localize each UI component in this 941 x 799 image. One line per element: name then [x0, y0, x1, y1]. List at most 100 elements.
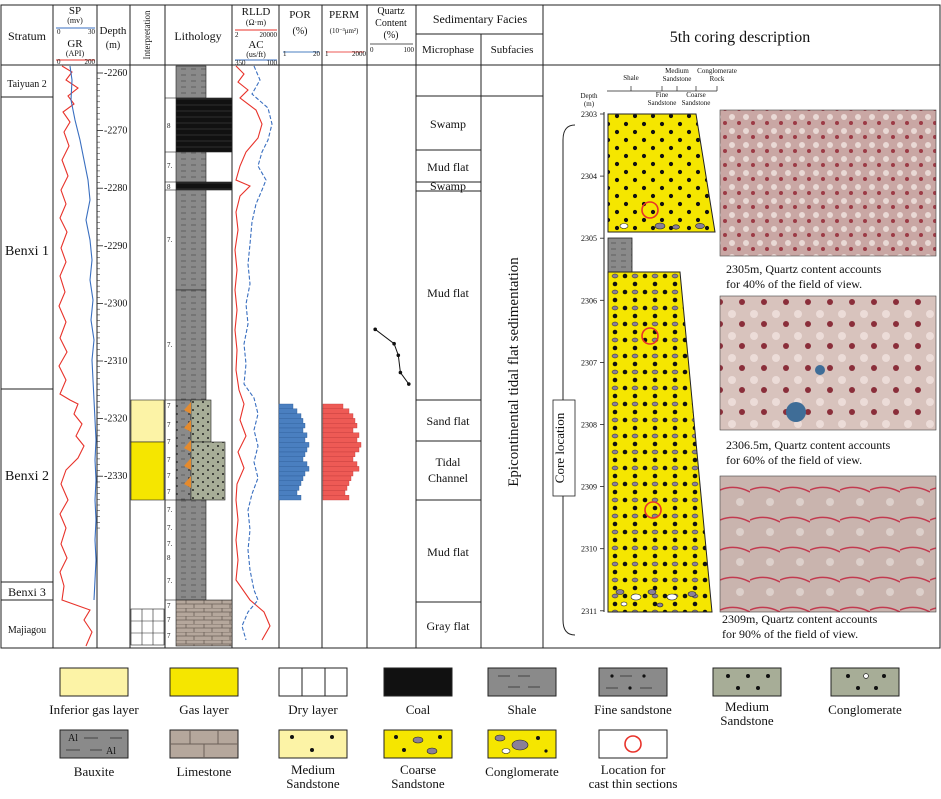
- perm-bar: [322, 413, 354, 419]
- legend-cast-location-swatch: [598, 729, 668, 759]
- svg-text:7: 7: [167, 632, 171, 640]
- interpretation-column: [130, 399, 165, 646]
- core-location-bracket: [562, 124, 576, 636]
- core-section: Shale Fine Sandstone Medium Sandstone Co…: [552, 67, 937, 641]
- por-bar: [278, 442, 310, 448]
- core-upper-sandstone: [607, 113, 716, 233]
- microphase-channel: Channel: [428, 471, 469, 485]
- stratum-column: Taiyuan 2 Benxi 1 Benxi 2 Benxi 3 Majiag…: [1, 79, 53, 636]
- svg-text:Fine: Fine: [656, 91, 668, 99]
- dry-layer-band: [130, 608, 165, 646]
- caption-2-line-1: 2306.5m, Quartz content accounts: [726, 438, 891, 452]
- header-ac-min: 350: [235, 59, 246, 67]
- perm-bar: [322, 447, 360, 453]
- svg-text:Bauxite: Bauxite: [74, 764, 115, 779]
- legend-core-coarse-swatch: [383, 729, 453, 759]
- legend-limestone-swatch: [169, 729, 239, 759]
- por-bar: [278, 437, 306, 443]
- microphase-swamp-thin: Swamp: [430, 179, 466, 193]
- core-location-label: Core location: [552, 412, 567, 483]
- svg-text:Inferior gas layer: Inferior gas layer: [49, 702, 139, 717]
- svg-text:Gas layer: Gas layer: [179, 702, 229, 717]
- legend-shale-swatch: [487, 667, 557, 697]
- header-por: POR: [289, 9, 311, 21]
- quartz-line: [374, 328, 410, 385]
- header-quartz-min: 0: [370, 46, 374, 54]
- svg-text:7.: 7.: [167, 162, 173, 170]
- svg-text:7.: 7.: [167, 236, 173, 244]
- core-depth-label: 2307: [581, 358, 597, 367]
- svg-text:7: 7: [167, 421, 171, 429]
- svg-text:7.: 7.: [167, 540, 173, 548]
- svg-text:Al: Al: [106, 746, 116, 757]
- svg-text:7: 7: [167, 456, 171, 464]
- lithology-codes: 8 7. 8 7. 7. 7 7 7 7 7 7 7. 7. 7. 8 7. 7…: [167, 122, 173, 640]
- core-depth-label: 2310: [581, 545, 597, 554]
- rlld-curve: [234, 65, 271, 641]
- perm-bar: [322, 432, 360, 438]
- por-bar: [278, 408, 298, 414]
- core-depth-label: 2304: [581, 172, 597, 181]
- header-ac: AC: [248, 39, 263, 51]
- bauxite-symbol: Al Al: [68, 733, 116, 757]
- svg-text:Conglomerate: Conglomerate: [828, 702, 902, 717]
- log-panel: [0, 4, 941, 649]
- header-quartz-max: 100: [404, 46, 415, 54]
- legend-labels: Inferior gas layer Gas layer Dry layer C…: [49, 699, 902, 791]
- perm-bar: [322, 423, 358, 429]
- perm-bar: [322, 442, 362, 448]
- header-perm-max: 2000: [352, 50, 367, 58]
- legend-inferior-gas-swatch: [59, 667, 129, 697]
- svg-text:Medium: Medium: [665, 67, 689, 75]
- header-sp-unit: (mv): [67, 16, 83, 25]
- microphase-sand-flat: Sand flat: [427, 414, 471, 428]
- svg-text:Sandstone: Sandstone: [682, 99, 711, 107]
- header-depth: Depth: [100, 25, 127, 37]
- perm-bar: [322, 456, 354, 462]
- por-bar: [278, 413, 302, 419]
- por-bar: [278, 451, 306, 458]
- perm-bar: [322, 451, 356, 458]
- svg-text:Conglomerate: Conglomerate: [485, 764, 559, 779]
- rlld-ac-track: [234, 65, 273, 641]
- caption-3-line-2: for 90% of the field of view.: [722, 627, 858, 641]
- stratum-benxi-3: Benxi 3: [8, 585, 46, 599]
- depth-label: -2290: [104, 241, 127, 252]
- ac-curve: [241, 65, 273, 641]
- perm-bar: [322, 466, 360, 472]
- header-gr-max: 200: [85, 58, 96, 66]
- depth-column: -2260-2270-2280-2290-2300-2310-2320-2330: [97, 68, 127, 529]
- por-bar: [278, 490, 298, 496]
- cast-thin-section-marker: [641, 201, 659, 219]
- perm-bar: [322, 437, 358, 443]
- header-rlld-max: 20000: [260, 31, 278, 39]
- perm-bar: [322, 408, 350, 414]
- microphase-tidal: Tidal: [436, 455, 462, 469]
- depth-label: -2330: [104, 471, 127, 482]
- column-headers: Stratum SP (mv) 0 30 GR (API) 0 200 Dept…: [8, 5, 810, 67]
- stratum-taiyuan-2: Taiyuan 2: [7, 79, 47, 90]
- svg-text:Location for: Location for: [601, 762, 666, 777]
- microphase-gray-flat: Gray flat: [427, 619, 471, 633]
- caption-2-line-2: for 60% of the field of view.: [726, 453, 862, 467]
- microphase-column: Swamp Mud flat Swamp Mud flat Sand flat …: [416, 95, 543, 633]
- stratum-benxi-1: Benxi 1: [5, 244, 49, 259]
- subfacies-label: Epicontinental tidal flat sedimentation: [506, 257, 522, 487]
- perm-bar: [322, 475, 352, 482]
- por-bar: [278, 485, 300, 491]
- header-gr-min: 0: [57, 58, 61, 66]
- svg-text:8: 8: [167, 122, 171, 130]
- perm-bar: [322, 403, 344, 410]
- por-bar: [278, 475, 304, 482]
- legend-fine-sandstone-swatch: [598, 667, 668, 697]
- header-gr-unit: (API): [66, 49, 85, 58]
- por-track: [278, 403, 310, 501]
- cast-thin-section-marker: [644, 501, 662, 519]
- core-depth-label: 2305: [581, 234, 597, 243]
- svg-text:Rock: Rock: [710, 75, 725, 83]
- core-depth-label: 2308: [581, 421, 597, 430]
- por-bar: [278, 466, 310, 472]
- perm-bar: [322, 485, 348, 491]
- svg-text:Shale: Shale: [623, 74, 639, 82]
- por-bar: [278, 432, 308, 438]
